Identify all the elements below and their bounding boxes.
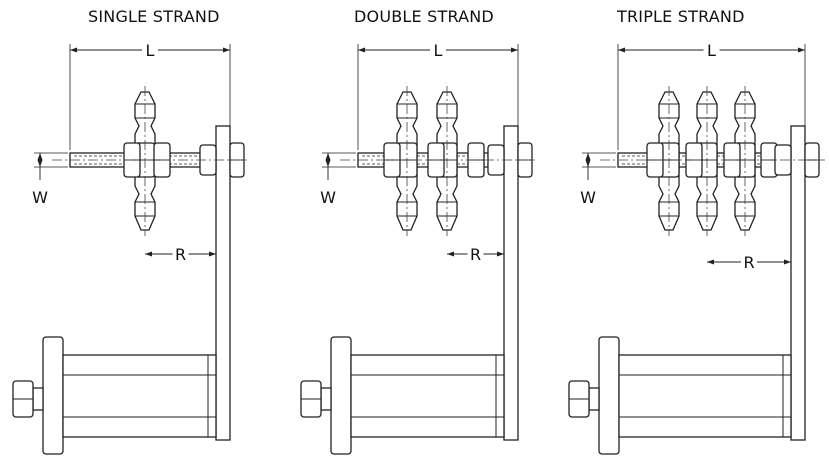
dimension-arrow	[223, 47, 230, 53]
dimension-arrow	[585, 160, 591, 167]
adjust-bolt-shank	[320, 387, 332, 411]
dimension-label-gap	[741, 254, 757, 270]
dimension-R-label: R	[743, 253, 754, 272]
mounting-plate	[790, 125, 806, 441]
dimension-arrow	[70, 47, 77, 53]
dimension-L-label: L	[707, 41, 716, 60]
base-body	[62, 354, 217, 438]
dimension-arrow	[325, 160, 331, 167]
base-flange	[598, 336, 620, 455]
base-body	[618, 354, 792, 438]
dimension-arrow	[37, 153, 43, 160]
dimension-label-gap	[172, 246, 189, 262]
base-flange	[330, 336, 352, 455]
dimension-arrow	[585, 153, 591, 160]
dimension-W-label: W	[320, 188, 336, 207]
dimension-L-label: L	[434, 41, 443, 60]
dimension-arrow	[447, 251, 454, 257]
dimension-R-label: R	[470, 245, 481, 264]
panel-title: SINGLE STRAND	[88, 7, 220, 26]
triple-strand-diagram: L W R	[568, 41, 825, 455]
dimension-arrow	[145, 251, 152, 257]
mounting-plate	[215, 125, 231, 441]
dimension-arrow	[784, 259, 791, 265]
dimension-arrow	[707, 259, 714, 265]
dimension-arrow	[511, 47, 518, 53]
dimension-arrow	[798, 47, 805, 53]
dimension-arrow	[358, 47, 365, 53]
dimension-label-gap	[703, 42, 720, 58]
dimension-arrow	[497, 251, 504, 257]
panel-title: TRIPLE STRAND	[617, 7, 745, 26]
panel-single-strand: SINGLE STRAND L W R	[0, 0, 276, 464]
dimension-arrow	[325, 153, 331, 160]
dimension-arrow	[209, 251, 216, 257]
panel-double-strand: DOUBLE STRAND L W R	[276, 0, 553, 464]
dimension-R-label: R	[175, 245, 186, 264]
single-strand-diagram: L W R	[12, 41, 250, 455]
base-body	[350, 354, 505, 438]
dimension-label-gap	[467, 246, 484, 262]
dimension-arrow	[37, 160, 43, 167]
dimension-label-gap	[430, 42, 446, 58]
dimension-W-label: W	[580, 188, 596, 207]
panel-title: DOUBLE STRAND	[354, 7, 494, 26]
dimension-arrow	[618, 47, 625, 53]
dimension-label-gap	[142, 42, 158, 58]
double-strand-diagram: L W R	[300, 41, 538, 455]
adjust-bolt-shank	[588, 387, 600, 411]
dimension-L-label: L	[146, 41, 155, 60]
dimension-W-label: W	[32, 188, 48, 207]
base-flange	[42, 336, 64, 455]
adjust-bolt-shank	[32, 387, 44, 411]
panel-triple-strand: TRIPLE STRAND L W R	[553, 0, 829, 464]
mounting-plate	[503, 125, 519, 441]
